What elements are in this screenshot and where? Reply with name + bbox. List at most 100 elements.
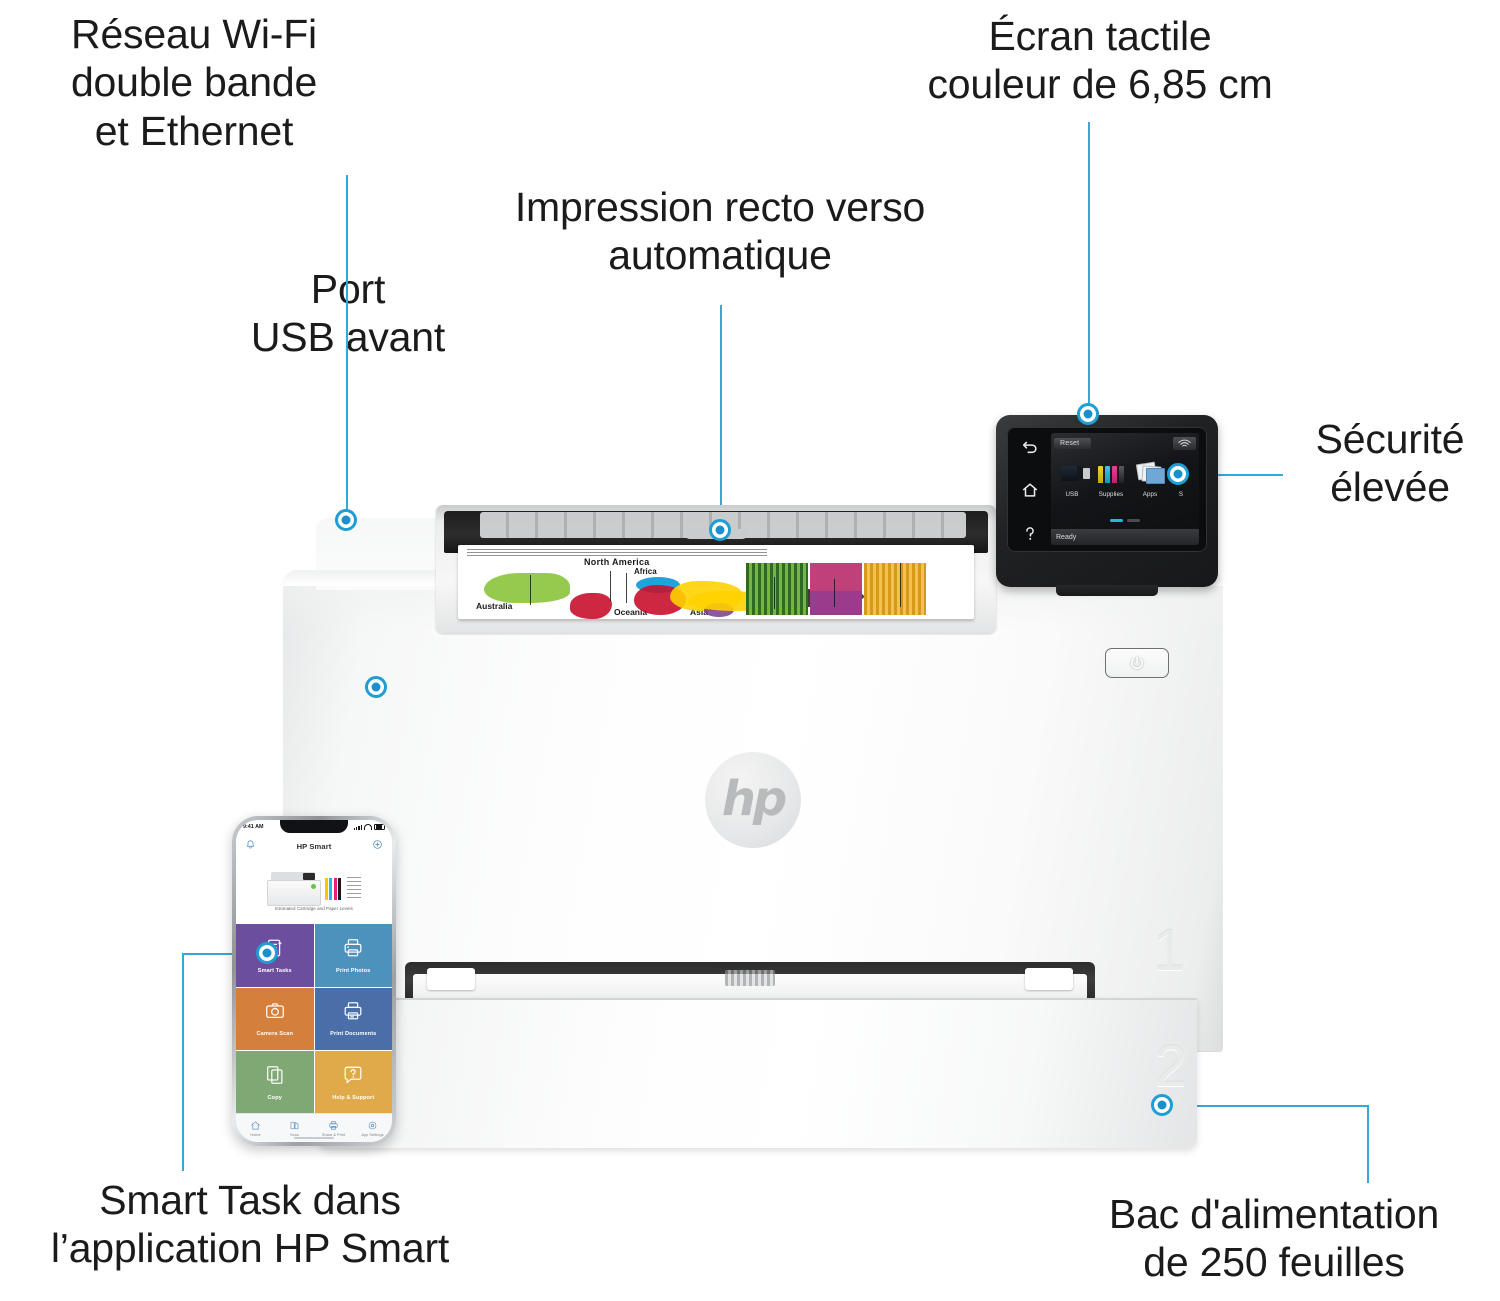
- cartridge-levels-icon: [1096, 457, 1126, 489]
- copy-pages-icon: [264, 1064, 286, 1091]
- hp-logo: hp: [705, 752, 801, 848]
- reset-button[interactable]: Reset: [1054, 438, 1092, 449]
- page-tick-3: [626, 573, 627, 603]
- screen-tile-label: S: [1178, 491, 1184, 498]
- page-tick-4: [774, 577, 775, 609]
- tab-app-settings[interactable]: App Settings: [354, 1120, 392, 1137]
- callout-label-security: Sécurité élevée: [1315, 416, 1465, 511]
- page-tick-5: [834, 579, 835, 607]
- app-tile-label: Print Documents: [330, 1031, 377, 1038]
- touchscreen[interactable]: Reset USB: [1051, 433, 1199, 545]
- page-title-australia: Australia: [476, 601, 513, 611]
- screen-tile-label: Supplies: [1098, 491, 1124, 498]
- screen-tile-supplies[interactable]: Supplies: [1096, 457, 1126, 498]
- signal-bars-icon: [353, 824, 362, 830]
- tab-label: Scan: [290, 1132, 299, 1137]
- phone-mockup: 9:41 AM HP Smart: [232, 816, 396, 1146]
- app-tile-grid: Smart Tasks Print Photos Camera Scan: [236, 924, 392, 1114]
- phone-status-bar: 9:41 AM: [236, 820, 392, 834]
- status-bar-indicators: [353, 823, 385, 831]
- callout-dot-wifi[interactable]: [335, 509, 357, 531]
- leader-line-tray: [1172, 1105, 1368, 1107]
- back-arrow-icon[interactable]: [1019, 435, 1041, 457]
- bell-icon[interactable]: [245, 837, 256, 855]
- status-bar-time: 9:41 AM: [243, 824, 264, 830]
- screen-status-text: Ready: [1051, 529, 1199, 545]
- tab-label: Share & Print: [321, 1132, 346, 1137]
- screen-tile-apps[interactable]: Apps: [1135, 457, 1165, 498]
- callout-dot-tray[interactable]: [1151, 1094, 1173, 1116]
- leader-line-smart: [182, 953, 264, 955]
- tab-share-print[interactable]: Share & Print: [315, 1120, 353, 1137]
- phone-screen: 9:41 AM HP Smart: [236, 820, 392, 1142]
- phone-notch: [280, 820, 348, 833]
- printer-illustration: North America Africa Australia Oceania A…: [283, 415, 1223, 1160]
- hero-caption: Estimated Cartridge and Paper Levels: [275, 905, 353, 911]
- app-tile-print-photos[interactable]: Print Photos: [314, 924, 392, 987]
- screen-tile-label: Apps: [1142, 491, 1158, 498]
- apps-icon: [1135, 457, 1165, 489]
- document-printer-icon: [342, 1000, 364, 1027]
- callout-label-tray: Bac d'alimentation de 250 feuilles: [1108, 1191, 1440, 1286]
- scan-icon: [290, 1121, 299, 1129]
- control-panel-stand: [1056, 585, 1158, 596]
- color-bar-magenta: [810, 563, 862, 591]
- tray-2-cassette[interactable]: [319, 998, 1197, 1148]
- callout-label-smart: Smart Task dans l’application HP Smart: [50, 1177, 450, 1272]
- leader-line-security: [1178, 474, 1283, 476]
- help-question-icon[interactable]: [1019, 523, 1041, 545]
- tray-number-1: 1: [1152, 918, 1185, 983]
- color-bar-purple: [810, 591, 862, 615]
- callout-dot-duplex[interactable]: [709, 519, 731, 541]
- home-icon[interactable]: [1019, 479, 1041, 501]
- callout-label-usb: Port USB avant: [250, 266, 446, 361]
- tray-1-tab-right: [1025, 968, 1073, 990]
- app-tile-label: Help & Support: [332, 1095, 375, 1102]
- screen-page-indicator[interactable]: [1051, 519, 1199, 522]
- callout-dot-display[interactable]: [1077, 403, 1099, 425]
- leader-line-wifi: [346, 175, 348, 520]
- callout-dot-security[interactable]: [1167, 463, 1189, 485]
- page-title-north-america: North America: [584, 557, 650, 567]
- app-tile-help-support[interactable]: Help & Support: [314, 1051, 392, 1114]
- page-tick-1: [530, 575, 531, 605]
- page-title-asia: Asia: [690, 607, 708, 617]
- leader-line-tray-v: [1367, 1105, 1369, 1183]
- screen-tile-label: USB: [1065, 491, 1079, 498]
- battery-icon: [374, 823, 385, 831]
- wifi-icon: [364, 824, 372, 830]
- app-tile-camera-scan[interactable]: Camera Scan: [236, 987, 314, 1051]
- app-tile-copy[interactable]: Copy: [236, 1051, 314, 1114]
- power-icon: [1131, 656, 1143, 669]
- tray-1-grip: [725, 970, 775, 986]
- page-tick-2: [610, 571, 611, 601]
- callout-label-display: Écran tactile couleur de 6,85 cm: [927, 13, 1273, 108]
- tab-scan[interactable]: Scan: [276, 1120, 314, 1137]
- control-panel[interactable]: Reset USB: [996, 415, 1218, 596]
- power-button[interactable]: [1105, 648, 1169, 678]
- printer-icon: [266, 871, 321, 906]
- home-icon: [251, 1121, 260, 1129]
- hero-row: [266, 871, 362, 906]
- app-hero-supplies: Estimated Cartridge and Paper Levels: [236, 858, 392, 924]
- camera-icon: [264, 1000, 286, 1027]
- tab-home[interactable]: Home: [237, 1120, 275, 1137]
- app-tile-label: Print Photos: [336, 967, 371, 974]
- add-printer-icon[interactable]: [372, 837, 383, 855]
- callout-label-wifi: Réseau Wi-Fi double bande et Ethernet: [70, 11, 318, 154]
- screen-tile-usb[interactable]: USB: [1057, 457, 1090, 498]
- callout-label-duplex: Impression recto verso automatique: [514, 184, 926, 279]
- share-print-icon: [329, 1120, 338, 1130]
- wireless-direct-icon[interactable]: [1173, 437, 1196, 450]
- leader-line-display: [1088, 122, 1090, 412]
- paper-level-icon: [347, 876, 362, 899]
- color-bar-yellow: [864, 563, 926, 615]
- app-tile-print-documents[interactable]: Print Documents: [314, 987, 392, 1051]
- home-indicator: [294, 1137, 334, 1139]
- app-title: HP Smart: [296, 841, 332, 851]
- callout-dot-smart[interactable]: [256, 942, 278, 964]
- callout-dot-usb[interactable]: [365, 676, 387, 698]
- map-region-south-america: [570, 593, 612, 619]
- tab-label: Home: [250, 1132, 261, 1137]
